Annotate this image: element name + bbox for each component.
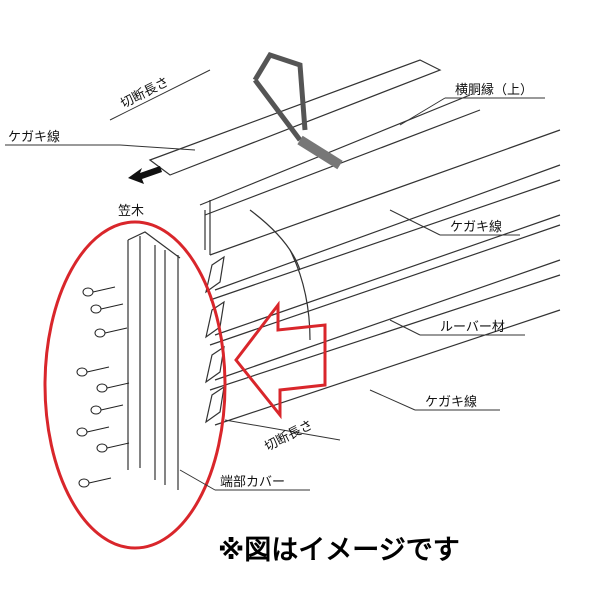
label-scribe-line-mid: ケガキ線 [450,220,503,235]
louver-members [127,51,561,490]
screw [90,303,124,314]
screw [76,426,110,437]
highlight-arrow-icon [234,300,327,420]
image-disclaimer-note: ※図はイメージです [218,535,460,566]
label-end-cover: 端部カバー [220,475,286,490]
screw [96,442,130,453]
highlight-ellipse [43,220,227,550]
screws [76,286,130,488]
direction-arrow-icon [128,166,162,184]
label-kasagi: 笠木 [118,204,145,219]
screw [78,477,112,488]
label-horizontal-furring-upper: 横胴縁（上） [455,83,534,98]
leader-lines [5,69,545,491]
screw [96,382,130,393]
screw [82,286,116,297]
screw [76,366,110,377]
screw [90,404,124,415]
screw [94,327,128,338]
label-scribe-line-left: ケガキ線 [8,130,61,145]
label-louver-member: ルーバー材 [440,320,505,335]
label-scribe-line-lower: ケガキ線 [425,395,478,410]
